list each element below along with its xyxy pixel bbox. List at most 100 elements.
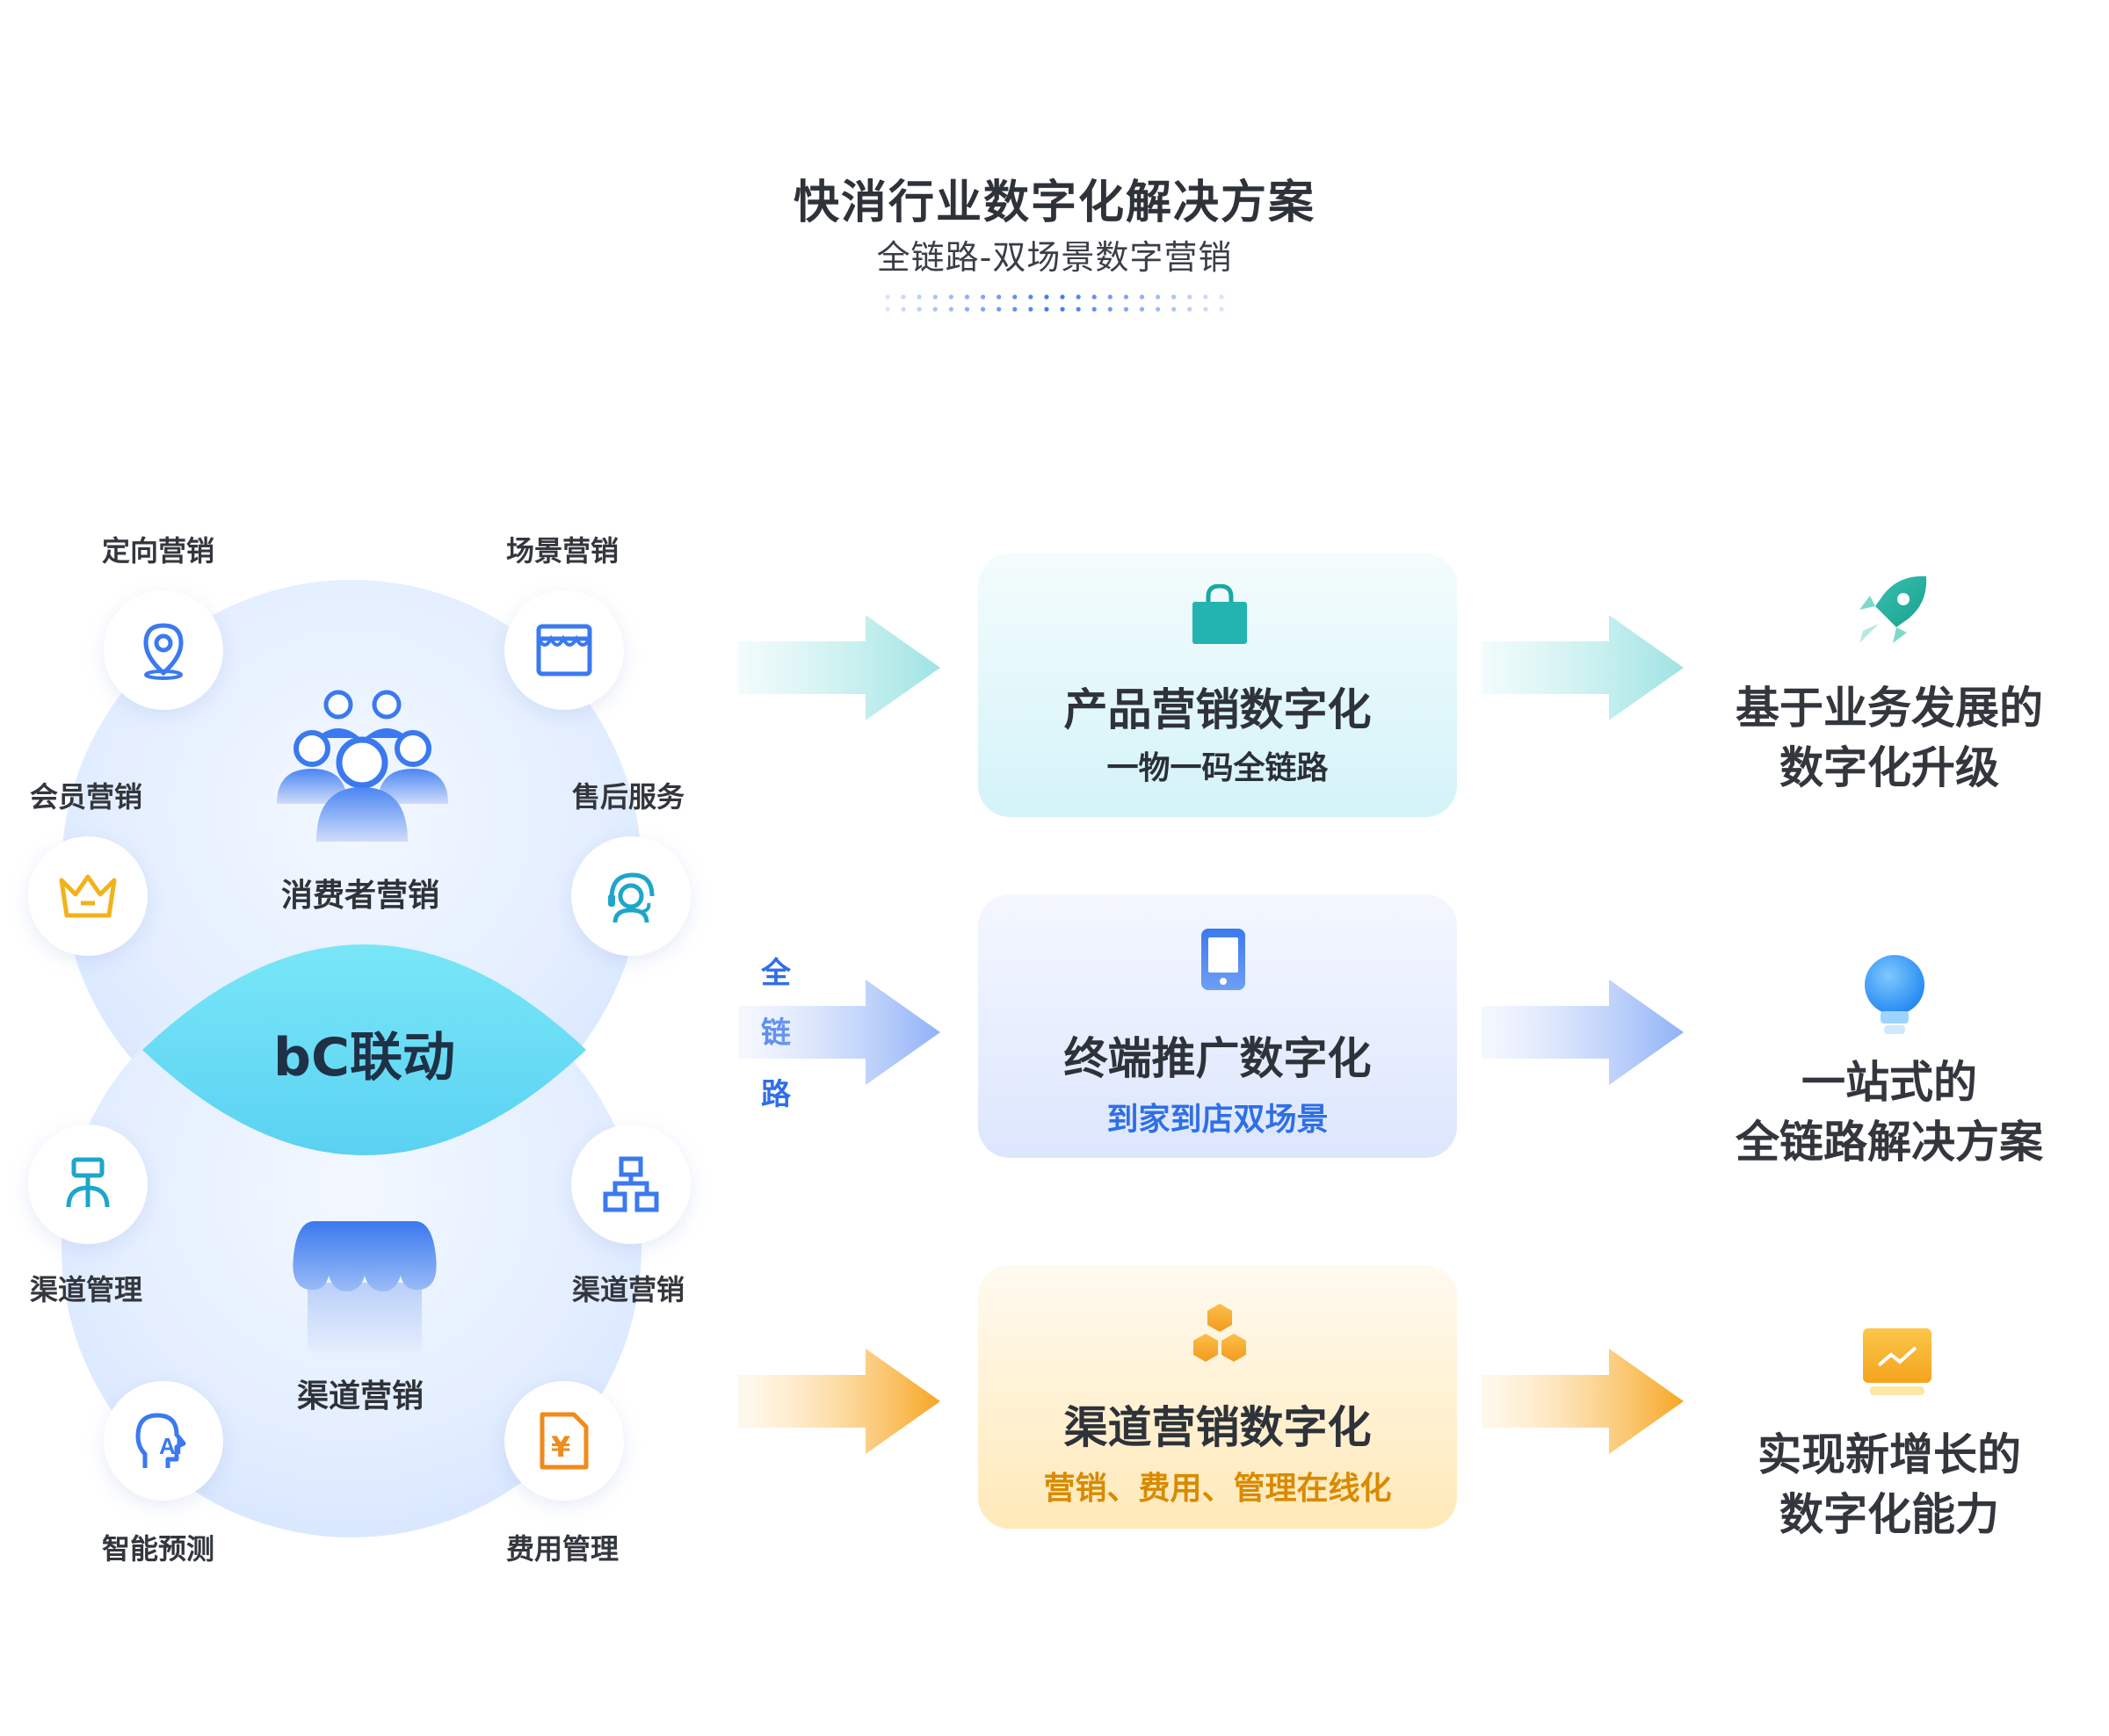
terminal-promotion-title: 终端推广数字化 xyxy=(1063,1033,1372,1084)
divider-dot xyxy=(1156,307,1161,312)
divider-dot xyxy=(997,307,1002,312)
arrow-right-blue xyxy=(1482,980,1684,1085)
divider-dot xyxy=(980,294,986,300)
divider-dot xyxy=(1044,307,1049,312)
terminal-promotion-subtitle: 到家到店双场景 xyxy=(1106,1102,1329,1138)
product-marketing-title: 产品营销数字化 xyxy=(1063,684,1372,735)
divider-dot xyxy=(1219,307,1224,312)
customer-service-headset-icon xyxy=(608,872,655,923)
member-marketing-label: 会员营销 xyxy=(29,780,142,814)
divider-dot xyxy=(1139,294,1145,300)
divider-dot xyxy=(917,307,922,312)
light-bulb-icon xyxy=(1865,955,1924,1034)
chain-label-char-1: 全 xyxy=(761,956,791,991)
result-growth-line2: 数字化能力 xyxy=(1779,1489,1999,1540)
store-icon xyxy=(293,1221,437,1353)
result-upgrade-line2: 数字化升级 xyxy=(1779,742,1999,793)
arrow-right-orange xyxy=(1482,1349,1684,1454)
crown-icon xyxy=(59,874,117,918)
scene-marketing-label: 场景营销 xyxy=(505,534,619,568)
divider-dot xyxy=(1123,307,1129,312)
shopping-bag-icon xyxy=(1192,584,1247,644)
arrow-left-blue xyxy=(738,980,940,1085)
divider-dot xyxy=(1060,294,1065,300)
hierarchy-icon xyxy=(603,1156,659,1212)
divider-dot xyxy=(1028,294,1033,300)
yuan-document-icon: ¥ xyxy=(540,1412,589,1470)
arrow-right-teal xyxy=(1482,615,1684,720)
divider-dot xyxy=(1012,307,1018,312)
divider-dot xyxy=(901,307,906,312)
divider-dot xyxy=(1091,294,1097,300)
consumer-marketing-label: 消费者营销 xyxy=(280,878,439,914)
consumer-group-icon xyxy=(277,690,448,842)
divider-dot xyxy=(1171,307,1177,312)
divider-dot xyxy=(1187,294,1192,300)
bc-linkage-lens xyxy=(142,944,586,1155)
divider-dot xyxy=(885,294,890,300)
ai-head-icon: AI xyxy=(135,1413,186,1468)
arrow-left-orange xyxy=(738,1349,940,1454)
aftersales-service-node[interactable] xyxy=(571,836,691,956)
divider-dot xyxy=(1171,294,1177,300)
scene-marketing-node[interactable] xyxy=(504,590,624,710)
divider-dot xyxy=(1219,294,1224,300)
divider-dot xyxy=(948,307,953,312)
divider-dot xyxy=(980,307,986,312)
divider-dot xyxy=(997,294,1002,300)
divider-dot xyxy=(1076,307,1081,312)
product-marketing-subtitle: 一物一码全链路 xyxy=(1106,750,1329,786)
channel-marketing-subtitle: 营销、费用、管理在线化 xyxy=(1043,1471,1392,1507)
divider-dot xyxy=(932,294,938,300)
divider-dot xyxy=(948,294,953,300)
location-pin-icon xyxy=(143,623,184,680)
divider-dot xyxy=(1012,294,1018,300)
divider-dot xyxy=(1028,307,1033,312)
divider-dot xyxy=(1139,307,1145,312)
divider-dot xyxy=(1107,307,1112,312)
result-upgrade-line1: 基于业务发展的 xyxy=(1736,683,2043,734)
channel-management-label: 渠道管理 xyxy=(29,1273,142,1306)
channel-marketing-title: 渠道营销数字化 xyxy=(1063,1402,1372,1453)
aftersales-service-label: 售后服务 xyxy=(571,780,685,814)
divider-dot xyxy=(1044,294,1049,300)
divider-dot xyxy=(964,294,970,300)
divider-dot xyxy=(885,307,890,312)
result-one-stop-line2: 全链路解决方案 xyxy=(1736,1117,2043,1168)
member-marketing-node[interactable] xyxy=(28,836,148,956)
channel-management-node[interactable] xyxy=(28,1125,148,1244)
ai-forecast-node[interactable]: AI xyxy=(104,1381,223,1501)
divider-dot xyxy=(917,294,922,300)
divider-dot xyxy=(964,307,970,312)
result-one-stop-line1: 一站式的 xyxy=(1801,1057,1977,1108)
page-subtitle: 全链路-双场景数字营销 xyxy=(876,238,1233,277)
growth-chart-icon xyxy=(1863,1328,1931,1395)
svg-text:AI: AI xyxy=(159,1433,182,1459)
divider-dot xyxy=(1156,294,1161,300)
page-title: 快消行业数字化解决方案 xyxy=(793,177,1315,229)
divider-dot xyxy=(1203,294,1208,300)
rocket-icon xyxy=(1859,575,1927,643)
divider-dot xyxy=(1076,294,1081,300)
chain-label-char-3: 路 xyxy=(761,1077,791,1112)
channel-marketing-node-label: 渠道营销 xyxy=(571,1273,685,1306)
result-growth-line1: 实现新增长的 xyxy=(1758,1429,2021,1480)
org-flow-icon xyxy=(66,1157,110,1208)
channel-marketing-node[interactable] xyxy=(571,1125,691,1244)
divider-dot xyxy=(1060,307,1065,312)
arrow-left-teal xyxy=(738,615,940,720)
channel-marketing-center-label: 渠道营销 xyxy=(296,1378,424,1414)
divider-dot xyxy=(1123,294,1129,300)
ai-forecast-label: 智能预测 xyxy=(101,1532,214,1566)
mobile-phone-icon xyxy=(1201,929,1245,990)
storefront-icon xyxy=(536,624,592,676)
divider-dot xyxy=(1107,294,1112,300)
divider-dot xyxy=(901,294,906,300)
product-marketing-card[interactable] xyxy=(978,553,1457,817)
svg-text:¥: ¥ xyxy=(551,1430,570,1464)
hexagon-cluster-icon xyxy=(1193,1304,1246,1362)
divider-dot xyxy=(1091,307,1097,312)
targeted-marketing-node[interactable] xyxy=(104,590,223,710)
expense-management-node[interactable]: ¥ xyxy=(504,1381,624,1501)
expense-management-label: 费用管理 xyxy=(505,1532,619,1566)
